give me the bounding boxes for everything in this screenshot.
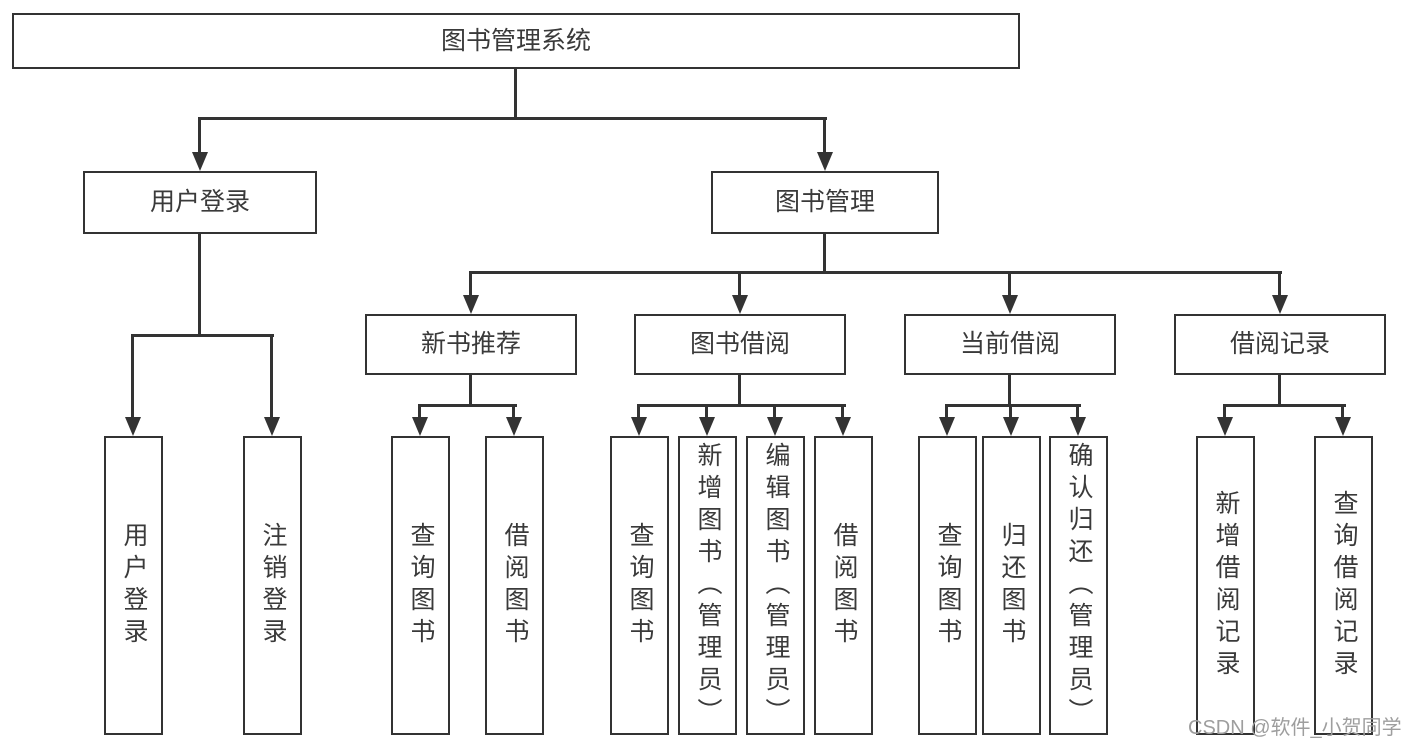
arrowhead-return-books [1003,417,1019,436]
node-label: 图书管理 [774,188,875,216]
connector-records-trunk [1278,375,1281,407]
leaf-label: 编辑图书（管理员） [762,441,790,730]
connector-drop-book-management [823,117,826,157]
leaf-label: 查询图书 [934,521,962,650]
connector-borrowing-trunk [738,375,741,407]
connector-drop-leaf-logout [270,334,273,420]
connector-drop-borrow-recommend [512,404,515,420]
connector-drop-add-books [705,404,708,420]
arrowhead-add-books [699,417,715,436]
arrowhead-leaf-logout [264,417,280,436]
arrowhead-new-book-recommend [463,295,479,314]
leaf-borrow-books-recommend: 借阅图书 [485,436,544,735]
leaf-label: 归还图书 [998,521,1026,650]
connector-drop-book-borrowing [738,271,741,299]
connector-root-trunk [514,69,517,119]
leaf-edit-books-admin: 编辑图书（管理员） [746,436,805,735]
leaf-confirm-return-admin: 确认归还（管理员） [1049,436,1108,735]
connector-drop-query-borrowing [637,404,640,420]
node-borrow-records: 借阅记录 [1174,314,1386,375]
arrowhead-book-management [817,152,833,171]
leaf-label: 查询借阅记录 [1330,489,1358,682]
arrowhead-book-borrowing [732,295,748,314]
arrowhead-confirm-return [1070,417,1086,436]
arrowhead-query-record [1335,417,1351,436]
connector-root-split [198,117,827,120]
node-label: 新书推荐 [420,330,521,358]
leaf-add-borrow-record: 新增借阅记录 [1196,436,1255,735]
connector-drop-current-borrowing [1008,271,1011,299]
connector-drop-edit-books [773,404,776,420]
connector-drop-query-recommend [418,404,421,420]
arrowhead-borrow-records [1272,295,1288,314]
connector-drop-leaf-user-login [131,334,134,420]
connector-records-split [1223,404,1346,407]
connector-borrowing-split [637,404,846,407]
node-user-login: 用户登录 [83,171,317,234]
arrowhead-user-login [192,152,208,171]
node-label: 图书管理系统 [440,26,591,55]
connector-drop-borrow-books [841,404,844,420]
leaf-label: 用户登录 [120,521,148,650]
arrowhead-current-borrowing [1002,295,1018,314]
csdn-watermark: CSDN @软件_小贺同学 [1188,717,1402,739]
leaf-query-books-borrow: 查询图书 [610,436,669,735]
node-label: 借阅记录 [1229,330,1330,358]
leaf-label: 借阅图书 [830,521,858,650]
node-book-management: 图书管理 [711,171,939,234]
connector-drop-new-book-recommend [469,271,472,299]
arrowhead-query-recommend [412,417,428,436]
arrowhead-query-borrowing [631,417,647,436]
leaf-user-login: 用户登录 [104,436,163,735]
connector-drop-return-books [1009,404,1012,420]
connector-bookmgmt-trunk [823,234,826,274]
connector-current-split [945,404,1081,407]
connector-drop-query-record [1341,404,1344,420]
node-new-book-recommend: 新书推荐 [365,314,577,375]
node-label: 用户登录 [149,188,250,216]
leaf-add-books-admin: 新增图书（管理员） [678,436,737,735]
leaf-return-books: 归还图书 [982,436,1041,735]
node-book-borrowing: 图书借阅 [634,314,846,375]
connector-drop-confirm-return [1076,404,1079,420]
connector-recommend-split [418,404,517,407]
node-label: 当前借阅 [959,330,1060,358]
leaf-label: 查询图书 [407,521,435,650]
leaf-query-books-current: 查询图书 [918,436,977,735]
leaf-label: 新增图书（管理员） [694,441,722,730]
connector-drop-query-current [945,404,948,420]
leaf-borrow-books: 借阅图书 [814,436,873,735]
connector-drop-add-record [1223,404,1226,420]
leaf-label: 借阅图书 [501,521,529,650]
node-root-library-system: 图书管理系统 [12,13,1020,69]
arrowhead-leaf-user-login [125,417,141,436]
connector-recommend-trunk [469,375,472,407]
leaf-logout: 注销登录 [243,436,302,735]
arrowhead-add-record [1217,417,1233,436]
arrowhead-borrow-recommend [506,417,522,436]
connector-userlogin-split [131,334,274,337]
leaf-query-books-recommend: 查询图书 [391,436,450,735]
leaf-query-borrow-record: 查询借阅记录 [1314,436,1373,735]
node-label: 图书借阅 [689,330,790,358]
connector-bookmgmt-split [469,271,1282,274]
leaf-label: 查询图书 [626,521,654,650]
node-current-borrowing: 当前借阅 [904,314,1116,375]
arrowhead-edit-books [767,417,783,436]
connector-drop-user-login [198,117,201,157]
leaf-label: 确认归还（管理员） [1065,441,1093,730]
leaf-label: 新增借阅记录 [1212,489,1240,682]
leaf-label: 注销登录 [259,521,287,650]
connector-drop-borrow-records [1278,271,1281,299]
connector-userlogin-trunk [198,234,201,336]
arrowhead-borrow-books [835,417,851,436]
arrowhead-query-current [939,417,955,436]
connector-current-trunk [1008,375,1011,407]
